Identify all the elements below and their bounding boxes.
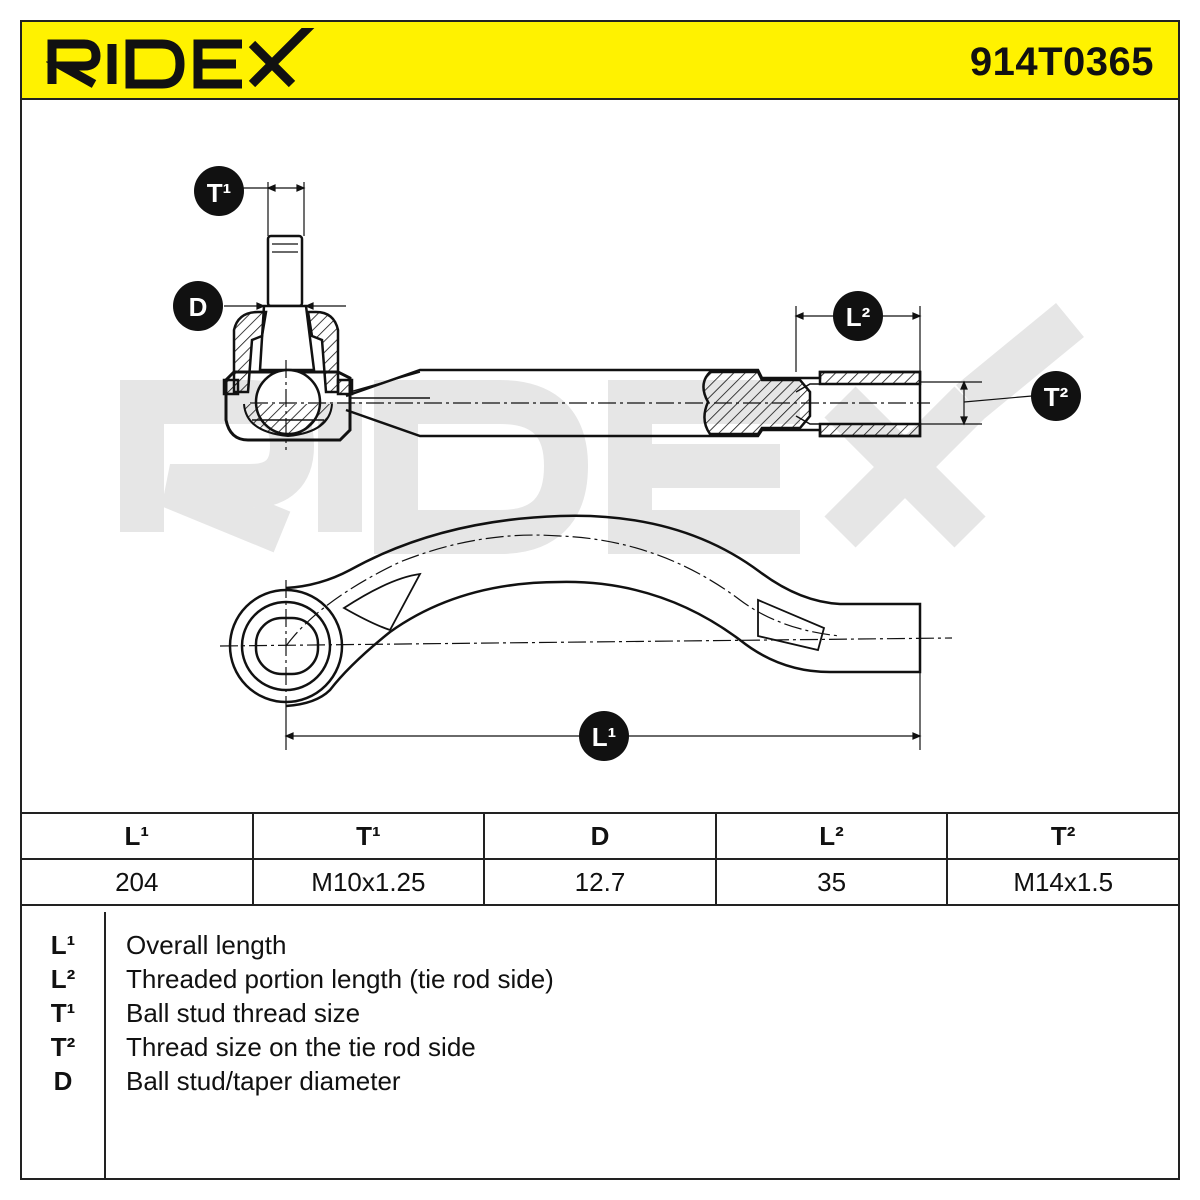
badge-t1 [194, 166, 244, 216]
legend-item: T¹ Ball stud thread size [22, 996, 1178, 1030]
spec-header-l2: L² [714, 812, 949, 860]
plan-view [228, 514, 922, 708]
spec-value-l1: 204 [20, 858, 254, 906]
legend-symbol: L² [50, 964, 76, 994]
legend: L¹ Overall length L² Threaded portion le… [20, 912, 1180, 1180]
spec-value-d: 12.7 [483, 858, 717, 906]
badge-t2 [1031, 371, 1081, 421]
spec-header-d: D [483, 812, 717, 860]
spec-value-t1: M10x1.25 [251, 858, 486, 906]
badge-l2-label: L² [846, 302, 871, 332]
spec-table-header-row: L¹ T¹ D L² T² [20, 812, 1180, 860]
badge-l1-label: L¹ [592, 722, 617, 752]
legend-text: Ball stud/taper diameter [126, 1066, 401, 1096]
legend-symbol: T¹ [50, 998, 76, 1028]
legend-text: Thread size on the tie rod side [126, 1032, 476, 1062]
legend-text: Threaded portion length (tie rod side) [126, 964, 554, 994]
dimension-t2 [920, 380, 1033, 426]
legend-symbol: L¹ [50, 930, 76, 960]
ridex-logo [46, 28, 315, 89]
legend-item: L² Threaded portion length (tie rod side… [22, 962, 1178, 996]
center-lines-bottom [219, 534, 953, 714]
badge-l2 [833, 291, 883, 341]
spec-header-t2: T² [946, 812, 1180, 860]
center-lines-top [250, 360, 930, 450]
legend-item: L¹ Overall length [22, 928, 1178, 962]
dimension-d [224, 302, 346, 310]
technical-drawing: T¹ D L² T² [120, 166, 1084, 761]
header-bar: 914T0365 [20, 20, 1180, 100]
legend-symbol-column [22, 912, 106, 1178]
spec-table-value-row: 204 M10x1.25 12.7 35 M14x1.5 [20, 858, 1180, 906]
part-number: 914T0365 [969, 40, 1154, 84]
side-view [222, 234, 922, 442]
badge-d-label: D [189, 292, 208, 322]
legend-text: Ball stud thread size [126, 998, 361, 1028]
spec-table: L¹ T¹ D L² T² 204 M10x1.25 12.7 35 M14x1… [20, 812, 1180, 906]
spec-header-l1: L¹ [20, 812, 254, 860]
badge-d [173, 281, 223, 331]
legend-item: T² Thread size on the tie rod side [22, 1030, 1178, 1064]
spec-value-t2: M14x1.5 [946, 858, 1180, 906]
legend-symbol: D [53, 1066, 73, 1096]
badge-l1 [579, 711, 629, 761]
badge-t2-label: T² [1044, 382, 1069, 412]
spec-value-l2: 35 [714, 858, 949, 906]
legend-text: Overall length [126, 930, 287, 960]
legend-item: D Ball stud/taper diameter [22, 1064, 1178, 1098]
dimension-t1 [242, 182, 306, 236]
badge-t1-label: T¹ [207, 178, 232, 208]
spec-header-t1: T¹ [251, 812, 486, 860]
legend-symbol: T² [50, 1032, 76, 1062]
